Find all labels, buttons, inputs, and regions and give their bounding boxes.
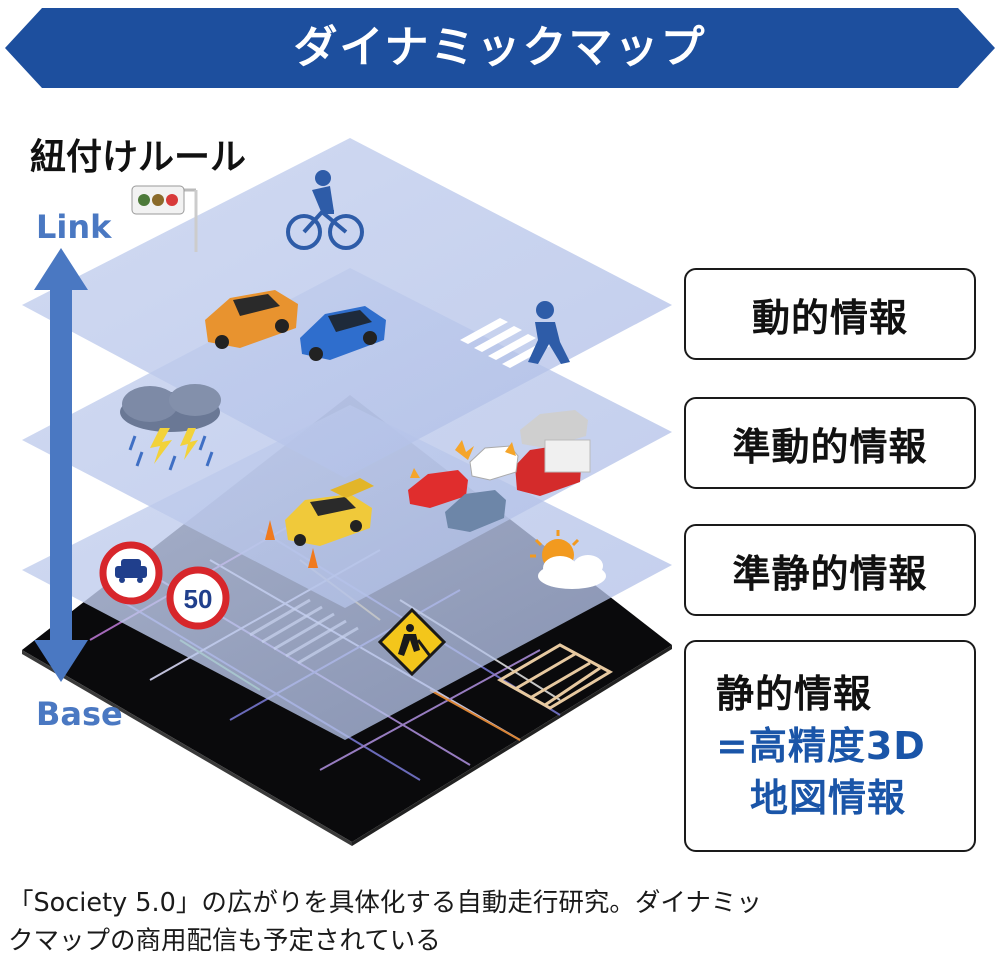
linking-rule-heading: 紐付けルール xyxy=(30,137,247,178)
accident-scene-icon xyxy=(408,410,591,532)
no-cars-sign-icon xyxy=(99,541,163,605)
speed-limit-value: 50 xyxy=(184,584,213,614)
yellow-car-icon xyxy=(285,478,374,546)
semistatic-info-label: 準静的情報 xyxy=(684,524,976,616)
sunny-cloud-icon xyxy=(530,530,606,589)
figure-caption: 「Society 5.0」の広がりを具体化する自動走行研究。ダイナミッ クマップ… xyxy=(8,884,993,960)
crosswalk-icon xyxy=(460,318,550,368)
cyclist-icon xyxy=(286,170,364,250)
pedestrian-icon xyxy=(528,301,570,364)
blue-car-icon xyxy=(300,306,386,361)
speed-limit-sign: 50 xyxy=(166,566,230,630)
static-info-line3: 地図情報 xyxy=(750,776,907,820)
roadwork-sign-icon xyxy=(377,607,447,677)
base-label: Base xyxy=(36,695,123,733)
dynamic-info-label: 動的情報 xyxy=(684,268,976,360)
title-banner xyxy=(5,8,995,88)
traffic-light-icon xyxy=(131,185,198,252)
static-info-line2: =高精度3D xyxy=(716,724,926,768)
semidynamic-info-label: 準動的情報 xyxy=(684,397,976,489)
caption-line2: クマップの商用配信も予定されている xyxy=(8,926,441,956)
static-info-label: 静的情報 =高精度3D 地図情報 xyxy=(684,640,976,852)
storm-cloud-icon xyxy=(120,384,221,471)
dynamic-plane xyxy=(22,138,672,478)
traffic-cone-icon xyxy=(265,520,318,568)
link-label: Link xyxy=(36,208,112,246)
static-info-line1: 静的情報 xyxy=(716,672,873,716)
link-base-arrow xyxy=(34,248,88,682)
caption-line1: 「Society 5.0」の広がりを具体化する自動走行研究。ダイナミッ xyxy=(8,888,762,918)
orange-car-icon xyxy=(205,290,298,349)
title-banner-text: ダイナミックマップ xyxy=(293,22,707,73)
